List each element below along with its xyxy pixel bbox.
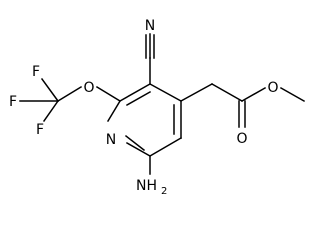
amino-group: NH 2 [136, 155, 167, 197]
fluorine-top-label: F [32, 64, 40, 80]
bond-c-o-ester [240, 86, 267, 103]
molecule-structure: N N NH 2 O F F F O O [9, 18, 306, 197]
fluorine-bottom-label: F [36, 122, 44, 138]
ester-oxygen-label: O [267, 80, 278, 96]
amino-subscript: 2 [161, 186, 167, 197]
bond-o-cf3 [56, 85, 83, 103]
carbonyl-oxygen-label: O [236, 131, 247, 147]
ring-nitrogen-label: N [106, 132, 116, 148]
bond-ch2-c [210, 82, 244, 103]
amino-label: NH [136, 178, 157, 194]
cyano-group: N [145, 18, 155, 85]
pyridine-ring [106, 82, 183, 158]
bond-c2-o [95, 85, 122, 103]
bond-ring-c6-n [125, 141, 152, 158]
bond-c-f-bottom [42, 99, 60, 123]
bond-ring-c2-c3 [118, 82, 152, 103]
cyano-nitrogen-label: N [145, 18, 155, 34]
bond-ring-double-c2-c3 [125, 90, 152, 107]
bond-ring-n-c2 [106, 99, 122, 123]
bond-c-f-top [40, 77, 60, 103]
ether-oxygen-label: O [83, 80, 94, 96]
trifluoromethoxy-group: O F F F [9, 64, 122, 138]
bond-c4-ch2 [179, 82, 214, 103]
bond-ring-c5-c6 [148, 136, 183, 158]
fluorine-left-label: F [9, 94, 17, 110]
bond-ring-c3-c4 [148, 82, 183, 103]
methyl-acetate-group: O O [179, 80, 306, 147]
bond-ring-double-c6-n [124, 134, 146, 152]
bond-o-methyl [279, 86, 306, 103]
